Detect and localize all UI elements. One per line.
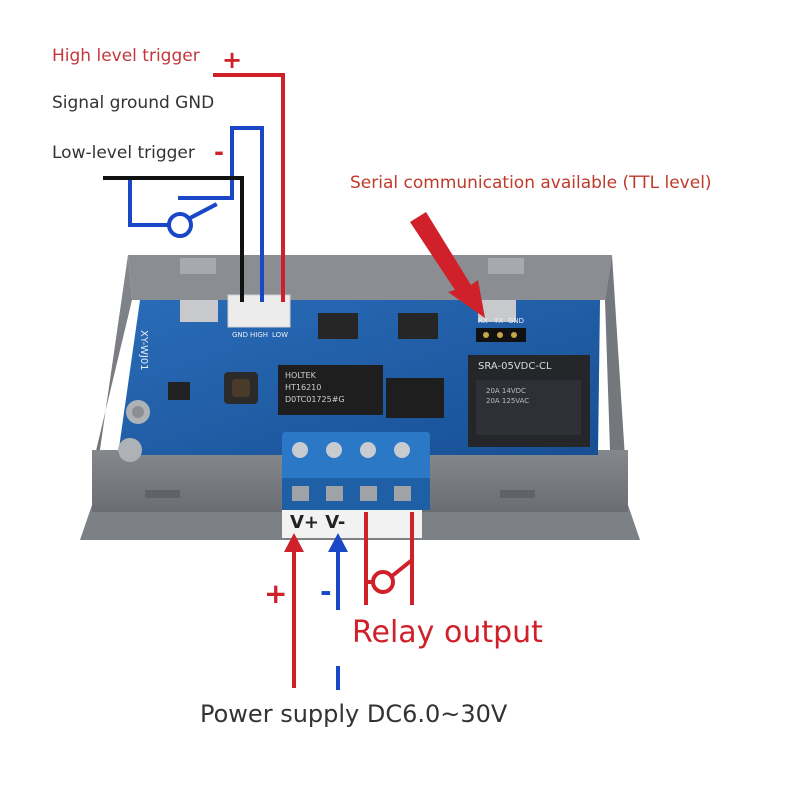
chip-brand: HOLTEK [285, 371, 316, 380]
capacitor [118, 438, 142, 462]
serial-pin-gnd: GND [508, 317, 525, 325]
relay-output-label: Relay output [352, 615, 543, 650]
trigger-pin-low: LOW [272, 331, 289, 339]
power-plus-sign: + [264, 577, 288, 610]
relay-switch-contact [371, 570, 395, 594]
output-wiring [284, 512, 414, 690]
model-label: XY-WJ01 [138, 330, 149, 371]
relay-switch-lever [390, 558, 414, 578]
high-trigger-label: High level trigger [52, 46, 200, 66]
terminal-block [282, 432, 430, 510]
chip-model: HT16210 [285, 383, 322, 392]
pcb-board [118, 294, 600, 462]
power-minus-sign: - [320, 575, 332, 608]
serial-label: Serial communication available (TTL leve… [350, 173, 712, 193]
relay-rating-1: 20A 14VDC [486, 387, 526, 395]
serial-pin-rx: RX [478, 317, 488, 325]
relay-model: SRA-05VDC-CL [478, 361, 552, 372]
terminal-label-strip [282, 510, 422, 538]
main-chip [278, 365, 383, 415]
small-ic [168, 382, 190, 400]
trigger-wiring [103, 73, 285, 302]
serial-arrow [410, 212, 485, 318]
optocoupler [318, 313, 358, 339]
secondary-chip [386, 378, 444, 418]
optocoupler [398, 313, 438, 339]
terminal-label: V+ V- [290, 512, 346, 533]
high-trigger-sign: + [222, 46, 243, 74]
trigger-pin-gnd: GND [232, 331, 249, 339]
switch-contact [167, 212, 193, 238]
low-trigger-label: Low-level trigger [52, 143, 195, 163]
relay-rating-2: 20A 125VAC [486, 397, 530, 405]
trigger-pin-high: HIGH [250, 331, 269, 339]
switch-lever [187, 202, 218, 221]
chip-code: D0TC01725#G [285, 395, 345, 404]
signal-ground-label: Signal ground GND [52, 93, 215, 113]
trigger-connector [227, 294, 291, 328]
low-trigger-sign: - [214, 138, 224, 166]
power-supply-label: Power supply DC6.0~30V [200, 700, 508, 728]
serial-pin-tx: TX [494, 317, 504, 325]
